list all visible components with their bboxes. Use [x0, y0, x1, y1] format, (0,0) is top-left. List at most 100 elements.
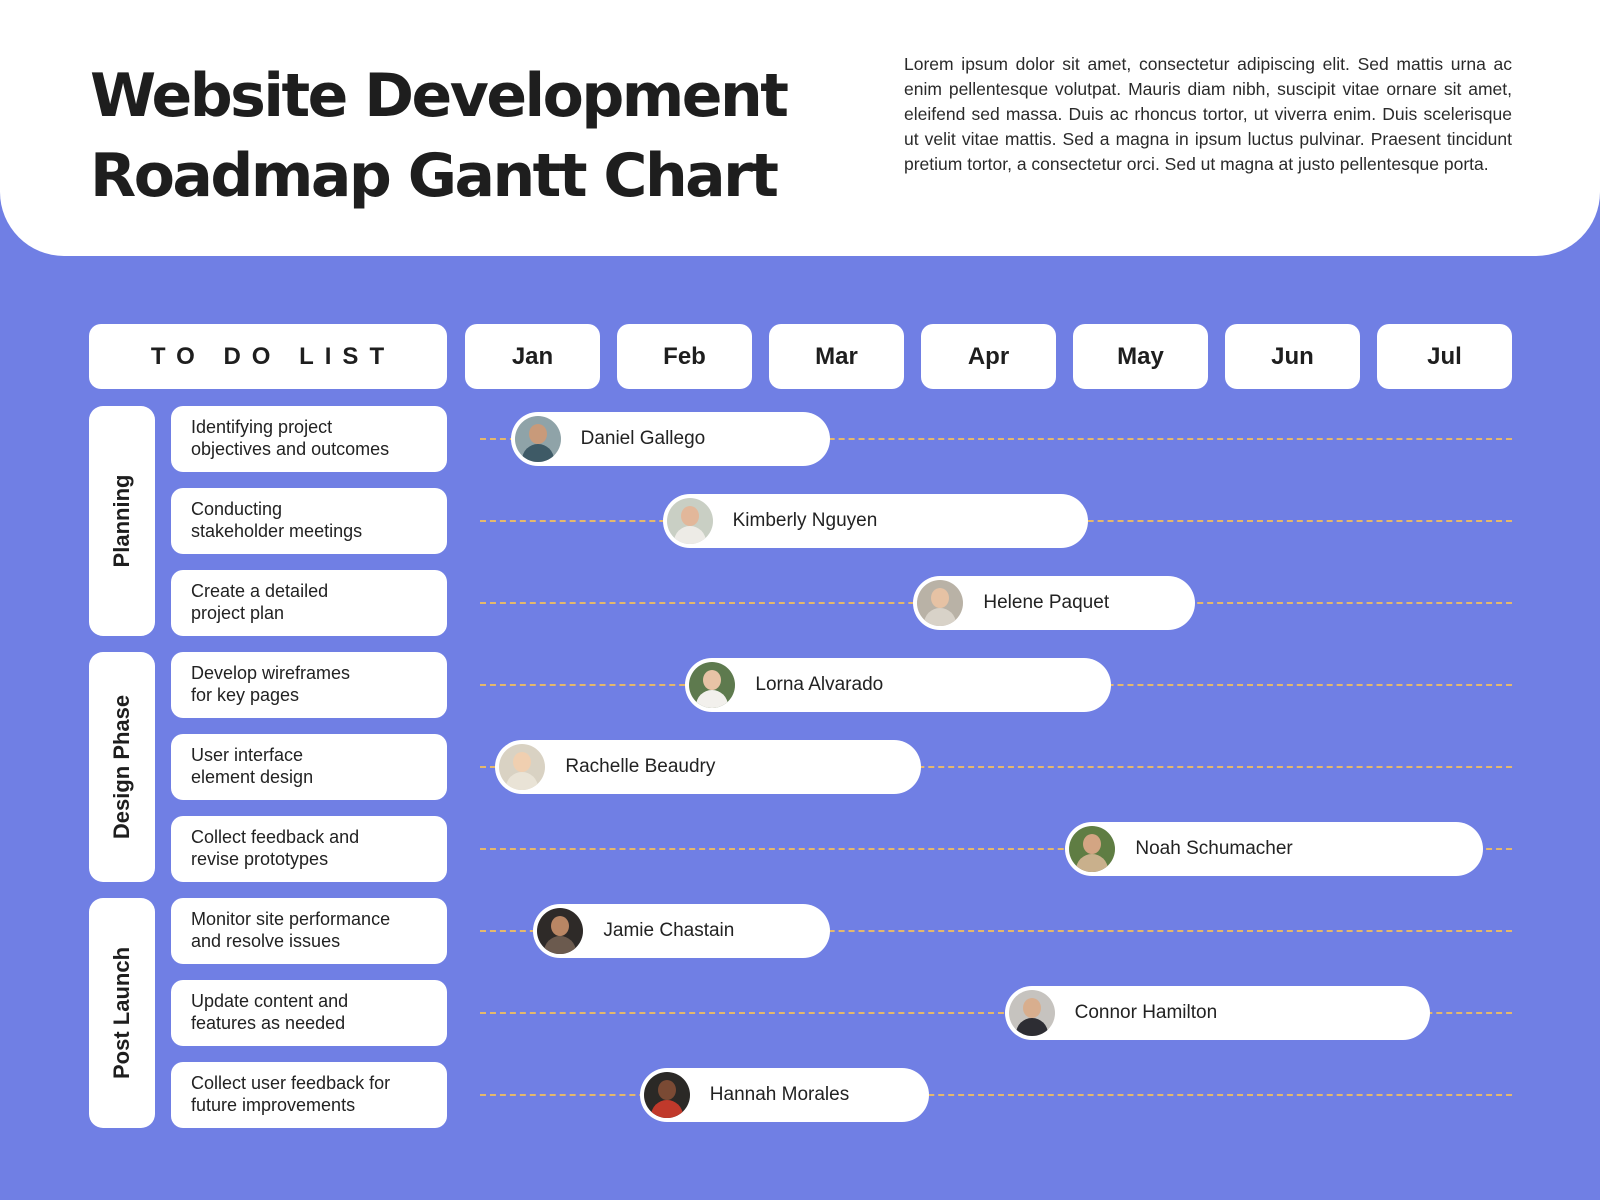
task-label-line-1: User interface: [191, 745, 304, 765]
person-avatar-icon: [537, 908, 584, 954]
avatar-body: [1015, 1018, 1048, 1036]
person-avatar-icon: [1069, 826, 1116, 872]
task-label-line-2: and resolve issues: [191, 931, 341, 951]
timeline-dashed-line: [480, 930, 1512, 932]
month-header-apr: Apr: [921, 324, 1056, 389]
timeline-dashed-line: [480, 1012, 1512, 1014]
avatar-head: [931, 588, 950, 608]
avatar-head: [1083, 834, 1102, 854]
gantt-bar[interactable]: Lorna Alvarado: [685, 658, 1111, 712]
task-label-line-1: Conducting: [191, 499, 283, 519]
task-label-line-2: for key pages: [191, 685, 300, 705]
gantt-bar[interactable]: Rachelle Beaudry: [495, 740, 921, 794]
task-label-line-2: element design: [191, 767, 314, 787]
avatar-body: [506, 772, 539, 790]
month-header-jul: Jul: [1377, 324, 1512, 389]
avatar-head: [513, 752, 532, 772]
person-avatar-icon: [689, 662, 736, 708]
assignee-name: Lorna Alvarado: [755, 674, 884, 695]
phase-card-post-launch: Post Launch: [89, 898, 155, 1128]
phase-card-design-phase: Design Phase: [89, 652, 155, 882]
person-avatar-icon: [666, 498, 713, 544]
month-label: Feb: [663, 342, 706, 370]
gantt-bar[interactable]: Connor Hamilton: [1004, 986, 1431, 1040]
gantt-bar[interactable]: Daniel Gallego: [510, 412, 830, 466]
task-label-line-1: Identifying project: [191, 417, 333, 437]
timeline-dashed-line: [480, 848, 1512, 850]
month-header-jan: Jan: [465, 324, 600, 389]
month-label: Jan: [511, 342, 554, 370]
header-card: Website Development Roadmap Gantt Chart …: [0, 0, 1600, 256]
avatar-head: [1022, 998, 1041, 1018]
task-label-line-2: features as needed: [191, 1013, 346, 1033]
title-line-1: Website Development: [90, 61, 789, 131]
assignee-name: Rachelle Beaudry: [565, 756, 716, 777]
assignee-name: Kimberly Nguyen: [732, 510, 878, 531]
task-label-line-2: project plan: [191, 603, 285, 623]
avatar-body: [1076, 854, 1109, 872]
timeline-dashed-line: [480, 766, 1512, 768]
todo-list-label: TO DO LIST: [150, 342, 396, 370]
avatar-head: [551, 916, 570, 936]
month-label: Jul: [1427, 342, 1462, 370]
month-label: Apr: [967, 342, 1010, 370]
assignee-name: Hannah Morales: [709, 1084, 850, 1105]
person-avatar-icon: [917, 580, 964, 626]
avatar-head: [528, 424, 547, 444]
task-label-line-2: revise prototypes: [191, 849, 329, 869]
description-text: Lorem ipsum dolor sit amet, consectetur …: [904, 54, 1512, 174]
gantt-bar[interactable]: Helene Paquet: [913, 576, 1195, 630]
title-line-2: Roadmap Gantt Chart: [90, 141, 779, 211]
assignee-name: Daniel Gallego: [580, 428, 706, 449]
month-header-mar: Mar: [769, 324, 904, 389]
task-label-line-2: stakeholder meetings: [191, 521, 363, 541]
month-label: May: [1117, 342, 1164, 370]
person-avatar-icon: [1008, 990, 1055, 1036]
phase-label: Design Phase: [109, 694, 134, 840]
avatar-body: [650, 1100, 683, 1118]
avatar-head: [680, 506, 699, 526]
gantt-bar[interactable]: Noah Schumacher: [1065, 822, 1484, 876]
gantt-bar[interactable]: Jamie Chastain: [533, 904, 830, 958]
page-title: Website Development Roadmap Gantt Chart: [90, 56, 790, 216]
task-label-line-1: Update content and: [191, 991, 349, 1011]
gantt-bar[interactable]: Kimberly Nguyen: [662, 494, 1089, 548]
phase-label: Planning: [109, 474, 134, 568]
month-header-may: May: [1073, 324, 1208, 389]
assignee-name: Connor Hamilton: [1074, 1002, 1218, 1023]
task-label-line-1: Collect user feedback for: [191, 1073, 391, 1093]
person-avatar-icon: [514, 416, 561, 462]
assignee-name: Helene Paquet: [983, 592, 1110, 613]
timeline-dashed-line: [480, 1094, 1512, 1096]
phase-label: Post Launch: [109, 946, 134, 1080]
assignee-name: Jamie Chastain: [603, 920, 735, 941]
phase-card-planning: Planning: [89, 406, 155, 636]
task-label-line-1: Develop wireframes: [191, 663, 351, 683]
task-label-line-1: Monitor site performance: [191, 909, 391, 929]
month-header-feb: Feb: [617, 324, 752, 389]
assignee-name: Noah Schumacher: [1135, 838, 1293, 859]
task-label-line-1: Collect feedback and: [191, 827, 360, 847]
avatar-head: [703, 670, 722, 690]
month-header-jun: Jun: [1225, 324, 1360, 389]
task-label-line-2: objectives and outcomes: [191, 439, 390, 459]
avatar-body: [673, 526, 706, 544]
avatar-body: [544, 936, 577, 954]
todo-list-header: TO DO LIST: [89, 324, 447, 389]
avatar-body: [521, 444, 554, 462]
gantt-bar[interactable]: Hannah Morales: [639, 1068, 929, 1122]
month-label: Mar: [815, 342, 858, 370]
avatar-body: [696, 690, 729, 708]
person-avatar-icon: [499, 744, 546, 790]
avatar-head: [657, 1080, 676, 1100]
person-avatar-icon: [643, 1072, 690, 1118]
